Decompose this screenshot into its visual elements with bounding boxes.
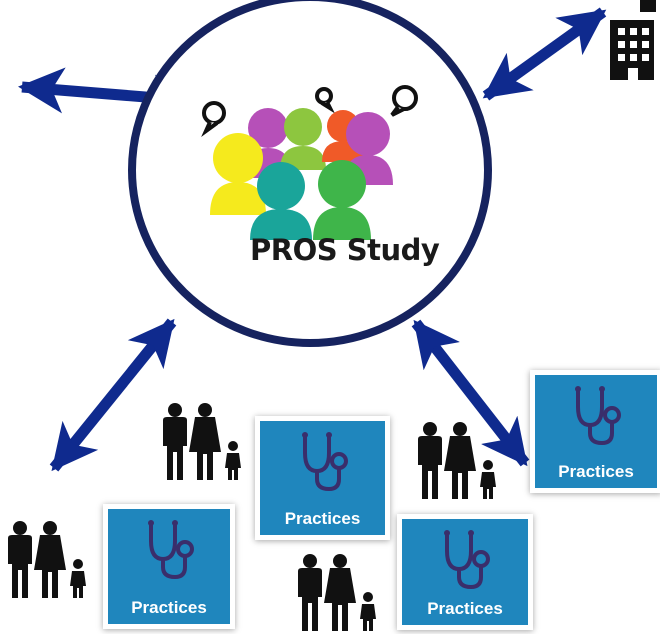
arrow-top-right [482, 7, 607, 101]
stethoscope-icon [141, 519, 197, 586]
stethoscope-icon [568, 385, 624, 452]
arrow-bottom-right [411, 319, 530, 467]
speech-bubble-icon [201, 85, 418, 138]
stethoscope-icon [437, 529, 493, 596]
family-icon [418, 422, 496, 499]
family-icon [8, 521, 86, 598]
practices-card: Practices [535, 375, 657, 488]
practices-label: Practices [558, 462, 634, 481]
practices-card: Practices [260, 421, 385, 535]
practices-label: Practices [427, 599, 503, 618]
building-icon [610, 0, 656, 80]
family-icon [298, 554, 376, 631]
practices-label: Practices [284, 509, 361, 528]
study-circle [128, 0, 492, 347]
stethoscope-icon [295, 431, 351, 498]
family-icon [163, 403, 241, 480]
practices-card: Practices [402, 519, 528, 625]
arrow-bottom-left [49, 318, 177, 472]
practices-label: Practices [131, 598, 207, 617]
people-group-icon [201, 85, 418, 240]
study-title: PROS Study [250, 233, 440, 267]
practices-card: Practices [108, 509, 230, 624]
